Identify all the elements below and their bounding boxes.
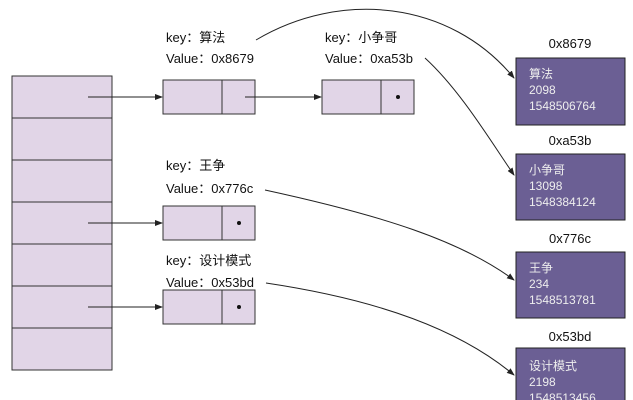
hash-table-array xyxy=(11,75,113,371)
object-value: 2098 xyxy=(529,83,556,97)
object-timestamp: 1548513781 xyxy=(529,293,596,307)
object-box: 0x776c 王争 234 1548513781 xyxy=(515,231,626,319)
reference-arrow xyxy=(264,189,515,281)
object-address: 0x8679 xyxy=(549,36,592,51)
object-address: 0x776c xyxy=(549,231,591,246)
entry-key-label: key：小争哥 xyxy=(325,30,397,45)
reference-arrow xyxy=(265,282,515,376)
object-address: 0xa53b xyxy=(549,133,592,148)
null-pointer-dot xyxy=(237,305,241,309)
reference-arrow xyxy=(424,57,515,176)
null-pointer-dot xyxy=(237,221,241,225)
entry-value-label: Value：0x53bd xyxy=(166,275,254,290)
list-node-2 xyxy=(321,79,415,115)
list-node-1 xyxy=(162,79,256,115)
list-node-4 xyxy=(162,289,256,325)
object-name: 设计模式 xyxy=(529,359,577,373)
object-timestamp: 1548384124 xyxy=(529,195,596,209)
object-timestamp: 1548513456 xyxy=(529,391,596,400)
object-box: 0xa53b 小争哥 13098 1548384124 xyxy=(515,133,626,221)
object-value: 2198 xyxy=(529,375,556,389)
bucket-4 xyxy=(11,243,113,287)
entry-value-label: Value：0x776c xyxy=(166,181,254,196)
object-name: 算法 xyxy=(529,66,553,81)
object-timestamp: 1548506764 xyxy=(529,99,596,113)
object-value: 13098 xyxy=(529,179,563,193)
bucket-6 xyxy=(11,327,113,371)
entry-key-label: key：设计模式 xyxy=(166,253,251,268)
null-pointer-dot xyxy=(396,95,400,99)
object-name: 小争哥 xyxy=(529,163,565,177)
reference-arrow xyxy=(255,8,515,79)
object-value: 234 xyxy=(529,277,549,291)
object-box: 0x53bd 设计模式 2198 1548513456 xyxy=(515,329,626,400)
entry-key-label: key：王争 xyxy=(166,158,225,173)
object-box: 0x8679 算法 2098 1548506764 xyxy=(515,36,626,126)
bucket-2 xyxy=(11,159,113,203)
list-node-3 xyxy=(162,205,256,241)
entry-value-label: Value：0x8679 xyxy=(166,51,254,66)
entry-value-label: Value：0xa53b xyxy=(325,51,413,66)
entry-key-label: key：算法 xyxy=(166,30,225,45)
object-address: 0x53bd xyxy=(549,329,592,344)
bucket-1 xyxy=(11,117,113,161)
object-name: 王争 xyxy=(529,261,553,275)
